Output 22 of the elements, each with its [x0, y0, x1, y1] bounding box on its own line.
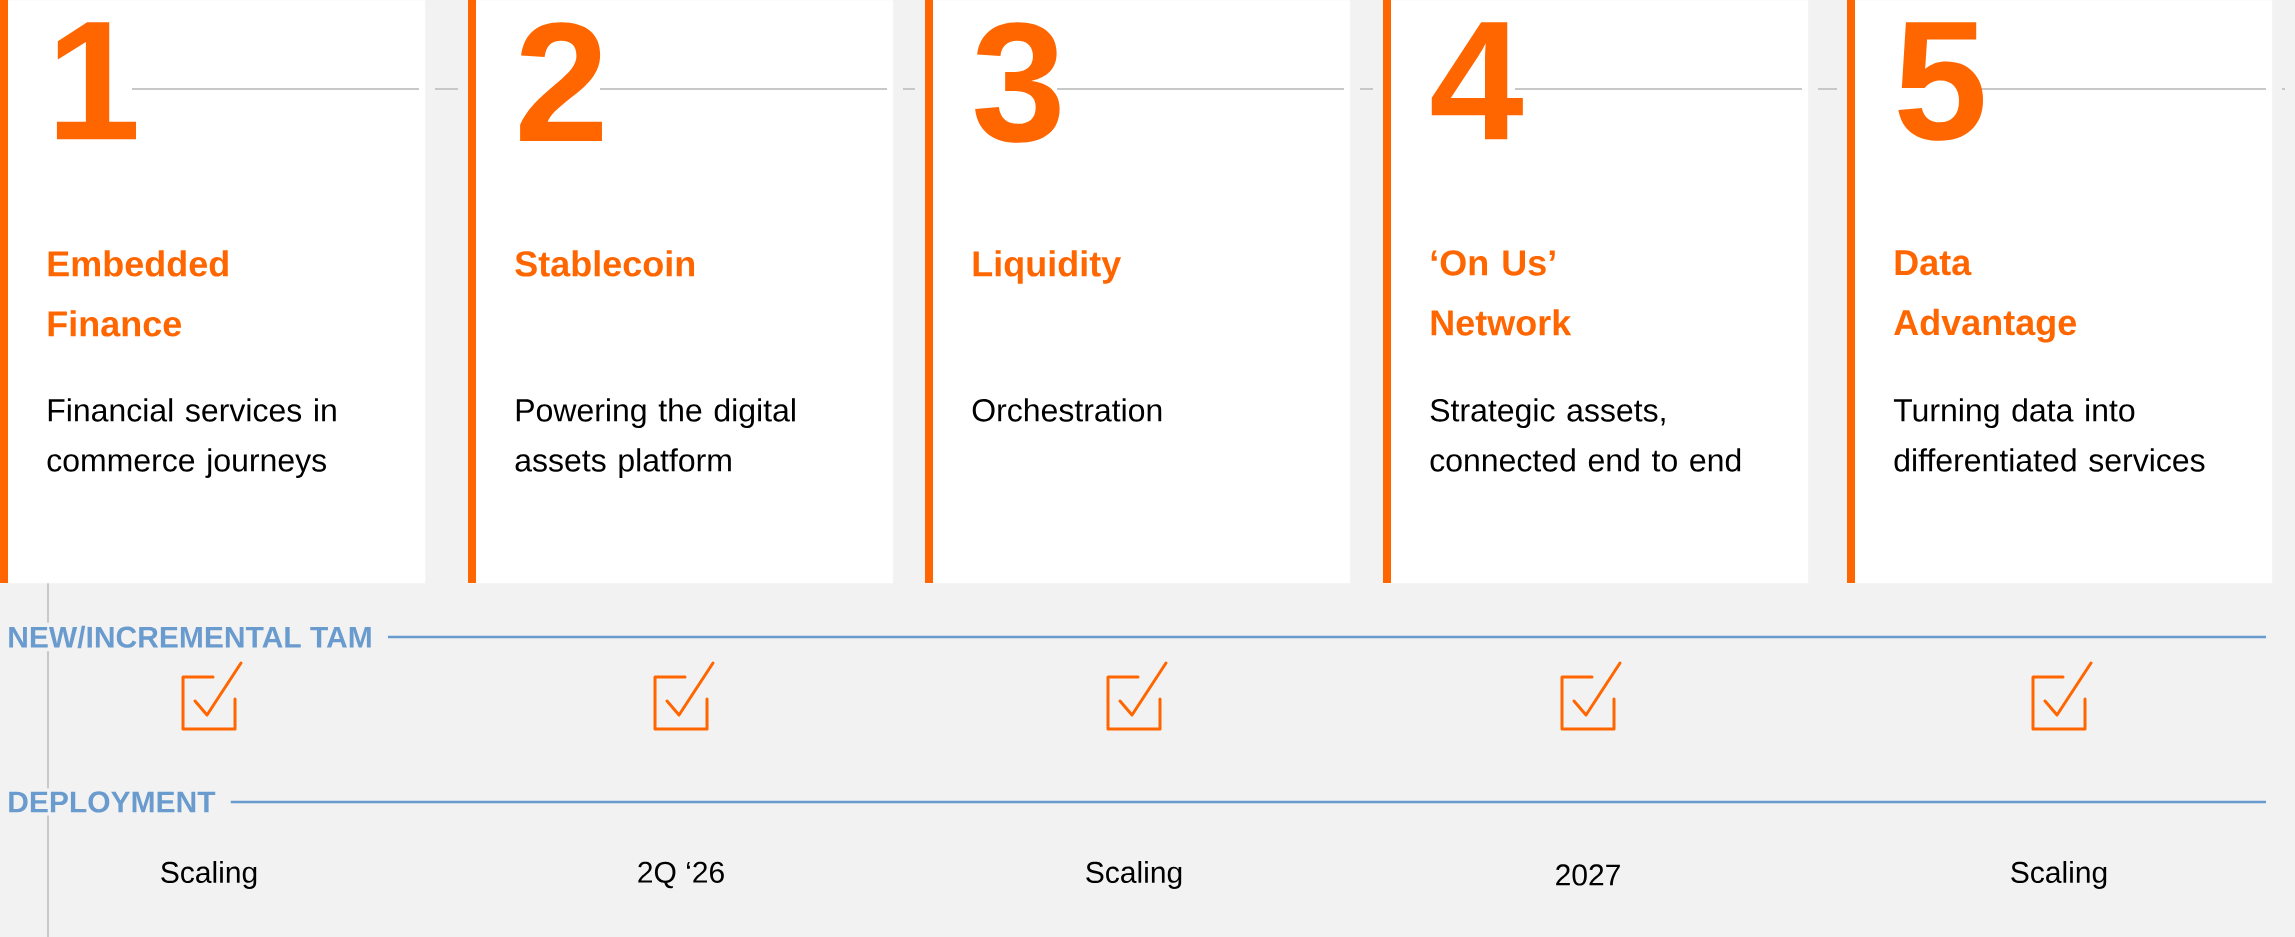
deployment-value: Scaling — [161, 861, 257, 889]
row-heading: NEW/INCREMENTAL TAM — [4, 622, 376, 652]
card-description: Strategic assets, connected end to end — [1430, 398, 1741, 472]
step-number: 3 — [975, 22, 1060, 143]
card-description: Orchestration — [972, 398, 1162, 422]
card-title: Embedded Finance — [48, 250, 228, 337]
step-number: 4 — [1431, 22, 1523, 140]
card-title: Liquidity — [973, 250, 1122, 284]
card-description: Financial services in commerce journeys — [47, 398, 336, 478]
step-number: 2 — [520, 22, 602, 141]
deployment-value: 2027 — [1556, 864, 1620, 886]
card-title: ‘On Us’ Network — [1431, 250, 1572, 336]
card-description: Turning data into differentiated services — [1893, 398, 2205, 472]
deployment-value: Scaling — [2011, 861, 2107, 889]
row-heading: DEPLOYMENT — [4, 788, 219, 816]
deployment-value: Scaling — [1086, 861, 1182, 889]
card-title: Data Advantage — [1894, 250, 2076, 343]
card-title: Stablecoin — [515, 250, 695, 277]
card-description: Powering the digital assets platform — [515, 398, 795, 478]
deployment-value: 2Q ‘26 — [638, 861, 724, 889]
step-number: 5 — [1898, 22, 1983, 141]
step-number: 1 — [56, 22, 136, 140]
